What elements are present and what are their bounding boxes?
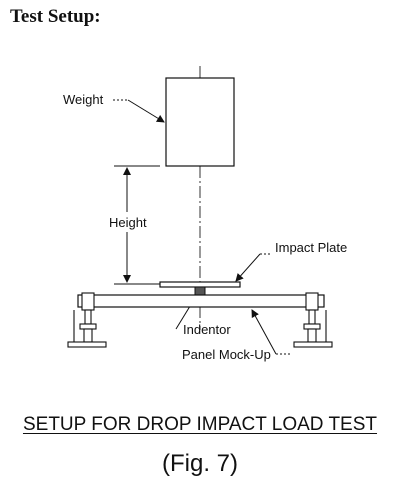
drop-test-diagram: Weight Height Impact Plate Indentor Pane… [63,66,347,362]
panel-mockup-leader-arrow [251,309,277,355]
indentor-label: Indentor [183,322,231,337]
impact-plate [159,281,241,288]
impact-plate-leader-arrow [235,253,261,282]
right-pedestal [293,292,333,348]
weight-leader-arrow [127,99,165,123]
figure-number: (Fig. 7) [161,450,238,477]
figure-caption: SETUP FOR DROP IMPACT LOAD TEST [22,414,378,435]
weight-block [165,77,235,167]
left-pedestal [67,292,107,348]
weight-label: Weight [63,92,104,107]
section-heading: Test Setup: [10,6,101,27]
panel-mockup-label: Panel Mock-Up [182,347,271,362]
indentor [194,286,206,296]
panel-mockup [77,294,325,308]
height-label: Height [109,215,147,230]
impact-plate-label: Impact Plate [275,240,347,255]
